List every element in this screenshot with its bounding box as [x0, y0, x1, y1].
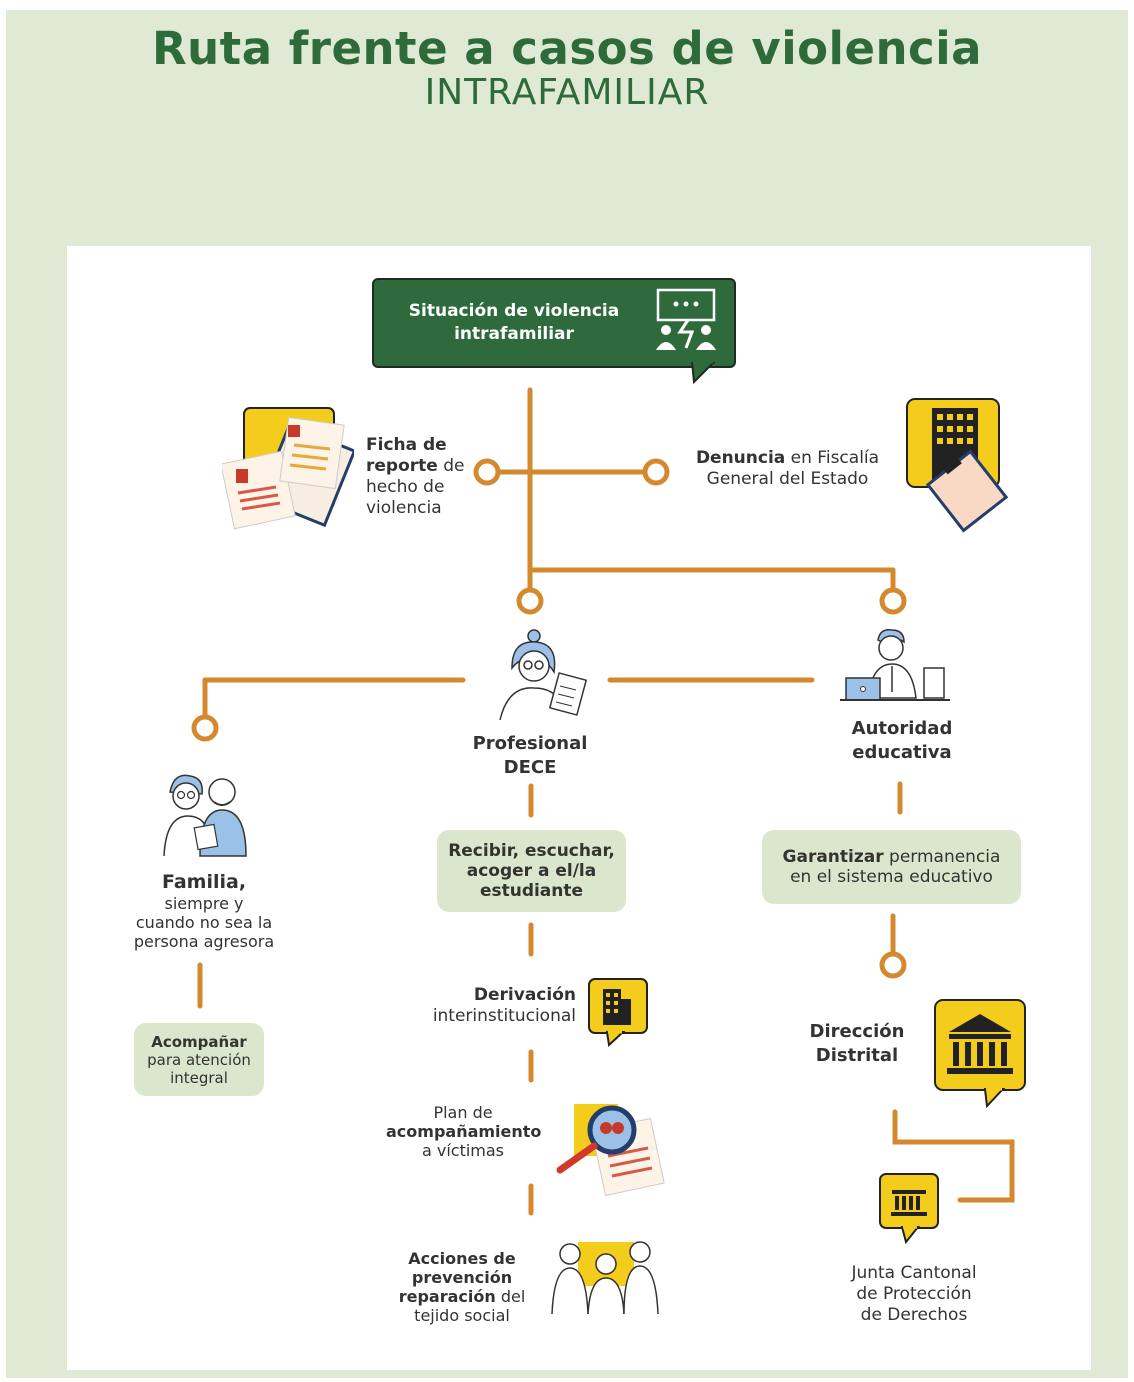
plan-l3: a víctimas [421, 1141, 505, 1160]
start-line1: Situación de violencia [408, 301, 620, 321]
familia-label: Familia, siempre y cuando no sea la pers… [120, 870, 288, 951]
plan-l2: acompañamiento [386, 1122, 542, 1141]
familia-l2: siempre y [164, 894, 244, 913]
report-form-icon [222, 407, 354, 530]
start-line2: intrafamiliar [454, 324, 574, 344]
family-icon [163, 774, 247, 857]
direccion-label: Dirección Distrital [790, 1020, 924, 1068]
dece-l2: DECE [503, 757, 557, 778]
acompanar-box: Acompañar para atención integral [134, 1023, 264, 1096]
familia-l1: Familia, [161, 871, 247, 893]
ficha-l2b: de [437, 456, 465, 476]
recibir-l3: estudiante [479, 881, 584, 901]
acciones-l2: prevención [411, 1268, 513, 1287]
acciones-l3a: reparación [398, 1287, 496, 1306]
teacher-icon [499, 629, 588, 721]
denuncia-l2: General del Estado [706, 469, 869, 489]
garantizar-bold: Garantizar [782, 847, 884, 867]
ficha-l4: violencia [366, 498, 442, 518]
ficha-l2a: reporte [366, 456, 438, 476]
direccion-l2: Distrital [815, 1045, 899, 1066]
acompanar-l2: para atención [147, 1050, 251, 1069]
junta-l3: de Derechos [860, 1305, 968, 1325]
denuncia-bold: Denuncia [695, 448, 786, 468]
autoridad-label: Autoridad educativa [812, 717, 992, 765]
autoridad-l2: educativa [852, 742, 952, 763]
start-speech-tail [690, 362, 716, 384]
plan-l1: Plan de [433, 1103, 493, 1122]
acompanar-l1: Acompañar [151, 1032, 247, 1051]
acciones-l3b: del [495, 1287, 526, 1306]
recibir-box: Recibir, escuchar, acoger a el/la estudi… [437, 830, 626, 912]
ficha-label: Ficha de reporte de hecho de violencia [366, 435, 464, 519]
autoridad-l1: Autoridad [851, 718, 953, 739]
start-node: Situación de violencia intrafamiliar [372, 278, 736, 368]
junta-label: Junta Cantonal de Protección de Derechos [830, 1263, 998, 1326]
garantizar-l2: en el sistema educativo [790, 867, 993, 887]
community-icon [551, 1241, 659, 1315]
junta-l1: Junta Cantonal [851, 1263, 977, 1283]
page-title: Ruta frente a casos de violencia [152, 22, 982, 75]
building-clipboard-icon [906, 398, 1008, 533]
familia-l3: cuando no sea la [135, 913, 273, 932]
recibir-l2: acoger a el/la [466, 861, 597, 881]
garantizar-rest: permanencia [883, 847, 1001, 867]
familia-l4: persona agresora [133, 932, 275, 951]
acompanar-l3: integral [170, 1068, 228, 1087]
chat-conflict-icon [656, 288, 716, 350]
magnifier-documents-icon [556, 1104, 665, 1197]
derivacion-label: Derivación interinstitucional [426, 985, 576, 1027]
building-icon [588, 978, 648, 1047]
acciones-label: Acciones de prevención reparación del te… [392, 1249, 532, 1325]
acciones-l4: tejido social [414, 1306, 510, 1325]
ficha-l3: hecho de [366, 477, 445, 497]
office-worker-icon [840, 628, 950, 701]
derivacion-l2: interinstitucional [432, 1006, 576, 1026]
derivacion-l1: Derivación [473, 985, 576, 1005]
garantizar-box: Garantizar permanencia en el sistema edu… [762, 830, 1021, 904]
institution-icon [934, 999, 1026, 1109]
denuncia-label: Denuncia en Fiscalía General del Estado [690, 448, 885, 490]
institution-small-icon [879, 1173, 939, 1244]
acciones-l1: Acciones de [408, 1249, 516, 1268]
page-subtitle: INTRAFAMILIAR [424, 72, 710, 113]
junta-l2: de Protección [856, 1284, 972, 1304]
dece-label: Profesional DECE [440, 732, 620, 780]
direccion-l1: Dirección [809, 1021, 905, 1042]
ficha-l1: Ficha de [366, 435, 447, 455]
plan-label: Plan de acompañamiento a víctimas [386, 1103, 542, 1160]
recibir-l1: Recibir, escuchar, [448, 841, 615, 861]
dece-l1: Profesional [472, 733, 588, 754]
denuncia-rest: en Fiscalía [785, 448, 880, 468]
